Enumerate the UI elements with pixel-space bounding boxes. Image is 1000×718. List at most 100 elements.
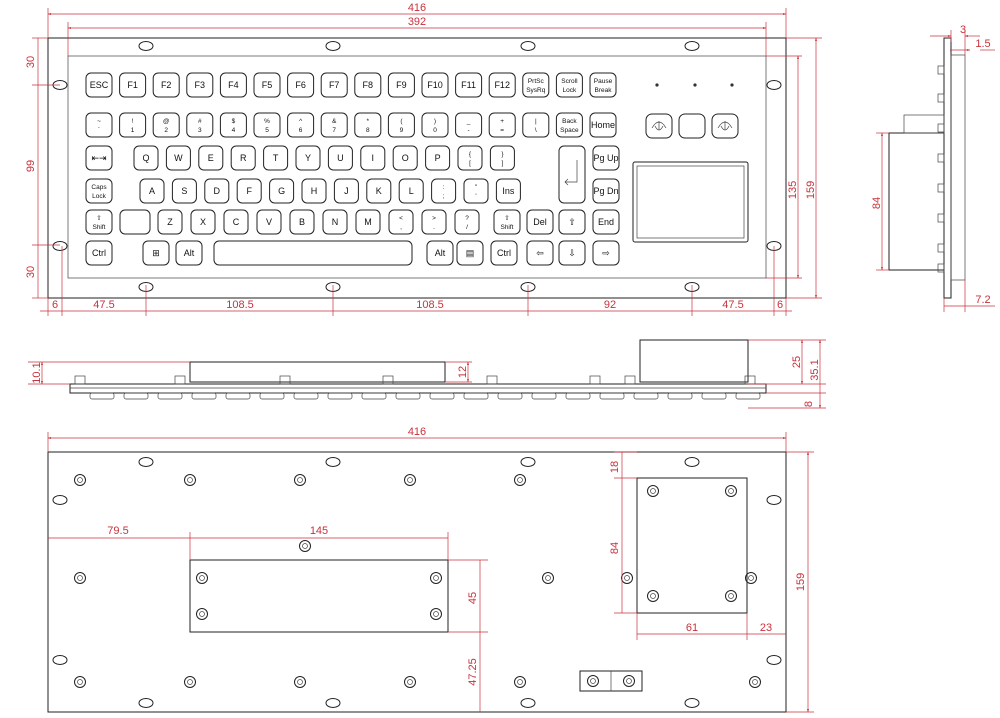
key-label-bottom: Break <box>595 87 613 94</box>
mouse-right-button <box>711 113 739 139</box>
key-label: F4 <box>228 80 239 90</box>
touchpad-inner <box>636 165 745 239</box>
key-label-top: Scroll <box>561 78 578 85</box>
key: S <box>171 178 197 204</box>
profile-key <box>701 392 727 400</box>
dim-side-7.2: 7.2 <box>975 294 990 306</box>
key: D <box>204 178 230 204</box>
key: G <box>269 178 295 204</box>
side-key-body <box>950 54 966 281</box>
side-screw <box>937 123 945 133</box>
led-indicator <box>655 83 659 87</box>
key-label-top: { <box>469 151 472 158</box>
back-slot <box>138 698 154 708</box>
profile-key <box>361 392 387 400</box>
key-label: Pg Dn <box>593 186 618 196</box>
key-label-top: ? <box>465 215 469 222</box>
key-label-top: + <box>500 118 504 125</box>
side-screw <box>937 93 945 103</box>
key-label: Ins <box>502 186 515 196</box>
key-label: E <box>208 153 214 163</box>
key: ~` <box>85 112 113 138</box>
key: Ctrl <box>85 240 113 266</box>
key-label: F9 <box>396 80 407 90</box>
side-screw <box>937 183 945 193</box>
key-label: ⇩ <box>568 248 576 258</box>
side-panel-plate <box>943 37 952 299</box>
enter-key <box>558 145 586 204</box>
key: >. <box>421 209 447 235</box>
key: ESC <box>85 72 113 98</box>
hex-stud <box>196 572 208 584</box>
profile-stud <box>74 375 86 385</box>
key: V <box>256 209 282 235</box>
back-mounting-slots <box>52 457 782 708</box>
mounting-slot <box>325 41 341 51</box>
key-label-bottom: , <box>400 224 402 231</box>
profile-key <box>157 392 183 400</box>
profile-key <box>89 392 115 400</box>
hex-stud <box>430 608 442 620</box>
back-slot <box>52 655 68 665</box>
key: ⇧ <box>558 209 586 235</box>
key: ⇤⇥ <box>85 145 113 171</box>
profile-key <box>429 392 455 400</box>
front-dimensions: 416 392 30 99 30 135 159 <box>25 2 822 316</box>
profile-key <box>259 392 285 400</box>
key: F1 <box>119 72 147 98</box>
hex-stud <box>725 485 737 497</box>
hex-stud <box>647 590 659 602</box>
key: ^6 <box>287 112 315 138</box>
key-label: ⊞ <box>152 248 160 258</box>
key-label: ⇧ <box>568 217 576 227</box>
mounting-slots <box>52 41 782 292</box>
key-label: H <box>311 186 318 196</box>
key: F9 <box>387 72 415 98</box>
mounting-slot <box>520 41 536 51</box>
key-label: ▤ <box>466 248 475 258</box>
key-label: F8 <box>363 80 374 90</box>
hex-stud <box>745 572 757 584</box>
key-label-top: ( <box>400 118 403 125</box>
key: O <box>392 145 418 171</box>
key-label-bottom: . <box>433 224 435 231</box>
key-label-bottom: Lock <box>563 87 577 94</box>
hex-stud <box>587 675 599 687</box>
key-label: Alt <box>184 248 195 258</box>
back-slot <box>766 655 782 665</box>
key-label-top: @ <box>163 118 170 125</box>
dim-back-overall-width: 416 <box>408 426 426 438</box>
key-label: ⇤⇥ <box>91 153 107 163</box>
mouse-left-button <box>645 113 673 139</box>
key-label: Alt <box>435 248 446 258</box>
key: Del <box>526 209 554 235</box>
profile-key <box>123 392 149 400</box>
key: Pg Dn <box>592 178 620 204</box>
hex-stud <box>749 676 761 688</box>
key: "' <box>463 178 489 204</box>
profile-top-module <box>189 361 446 383</box>
back-slot <box>684 457 700 467</box>
dim-bottom-47.5-right: 47.5 <box>722 299 743 311</box>
key-label: ESC <box>90 80 109 90</box>
dim-back-45: 45 <box>467 592 479 604</box>
dim-left-top: 30 <box>25 56 37 68</box>
key-label: C <box>233 217 240 227</box>
dim-bottom-108.5-a: 108.5 <box>226 299 254 311</box>
profile-stud <box>744 375 756 385</box>
key-label-top: ) <box>434 118 436 125</box>
key-label: F6 <box>295 80 306 90</box>
key: ⇧Shift <box>493 209 521 235</box>
hex-stud <box>74 676 86 688</box>
profile-key <box>191 392 217 400</box>
back-panel-outline <box>47 451 787 713</box>
key-label-bottom: Space <box>560 127 579 134</box>
key-label: End <box>598 217 614 227</box>
back-studs <box>74 474 761 688</box>
hex-stud <box>514 474 526 486</box>
hex-stud <box>184 676 196 688</box>
key-label: Z <box>167 217 173 227</box>
profile-stud <box>174 375 186 385</box>
key-label: ⇨ <box>602 248 610 258</box>
